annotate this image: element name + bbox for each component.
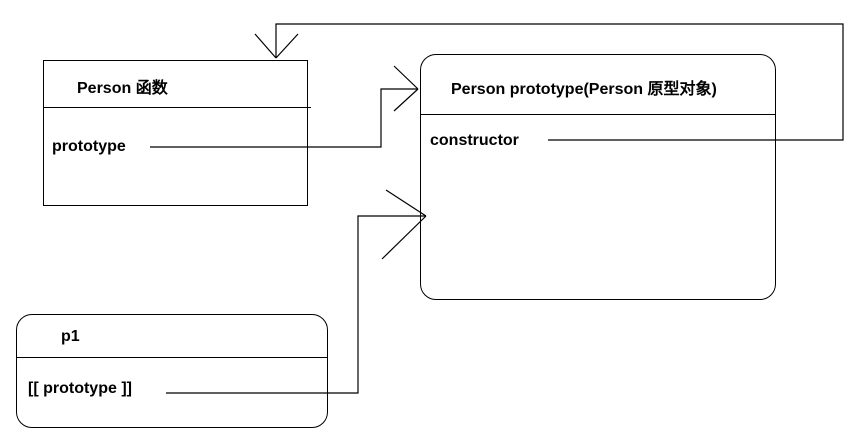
prototype-to-person-prototype-arrow — [150, 65, 419, 148]
person-prototype-constructor-field: constructor — [430, 132, 519, 149]
constructor-to-person-function-arrow — [254, 23, 844, 141]
person-prototype-box — [420, 54, 776, 300]
person-prototype-title: Person prototype(Person 原型对象) — [451, 81, 717, 98]
person-prototype-divider — [420, 114, 776, 115]
p1-divider — [16, 357, 328, 358]
person-function-box — [43, 60, 308, 206]
p1-box — [16, 314, 328, 428]
person-function-divider — [43, 107, 311, 108]
p1-to-person-prototype-arrow — [166, 189, 427, 394]
p1-prototype-field: [[ prototype ]] — [28, 380, 132, 397]
person-function-prototype-field: prototype — [52, 138, 126, 155]
person-function-title: Person 函数 — [77, 80, 168, 97]
p1-title: p1 — [61, 328, 80, 345]
